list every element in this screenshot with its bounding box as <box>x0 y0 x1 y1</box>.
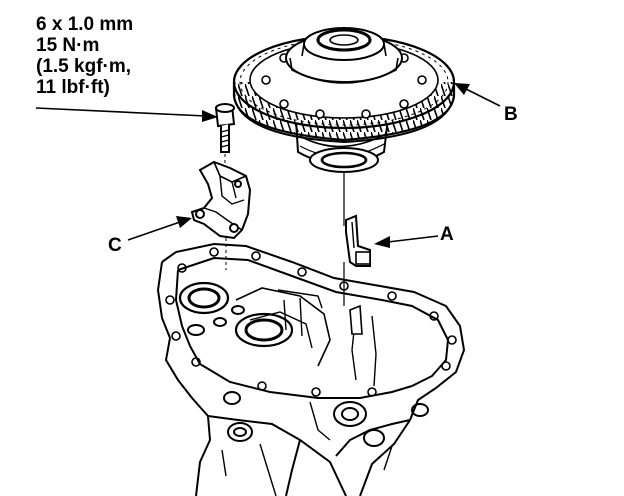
callout-c-arrow <box>127 216 192 241</box>
mounting-bolt <box>214 103 236 166</box>
torque-nm-text: 15 N·m <box>36 35 100 56</box>
differential-assembly <box>232 27 456 173</box>
spec-leader-line <box>35 107 218 122</box>
bolt-size-text: 6 x 1.0 mm <box>36 14 134 35</box>
transmission-housing <box>156 242 466 496</box>
callout-a-arrow <box>374 235 439 248</box>
torque-spec-label: 6 x 1.0 mm 15 N·m (1.5 kgf·m, 11 lbf·ft) <box>36 14 133 98</box>
torque-kgfm-text: (1.5 kgf·m, <box>36 56 132 77</box>
part-a-shim <box>345 214 371 335</box>
callout-b-label: B <box>504 104 518 125</box>
callout-c-label: C <box>108 235 122 256</box>
torque-lbfft-text: 11 lbf·ft) <box>36 77 110 98</box>
callout-a-label: A <box>440 224 454 245</box>
callout-b-arrow <box>454 83 501 107</box>
part-c-bracket <box>190 160 252 270</box>
